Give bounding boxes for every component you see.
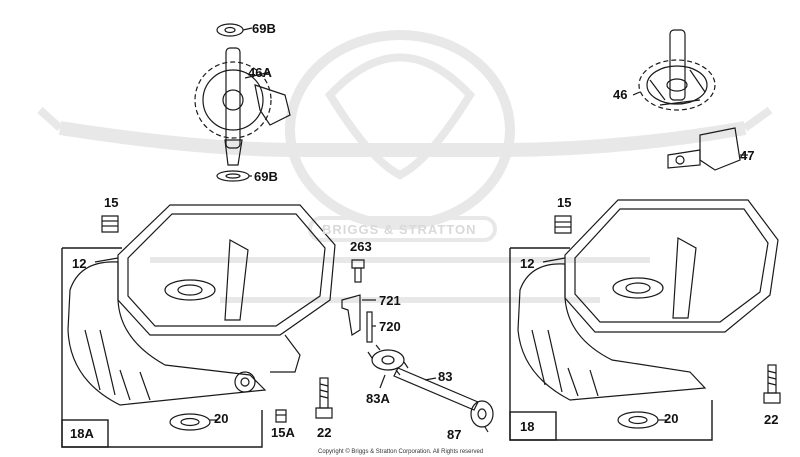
box-18-tag: [509, 411, 557, 441]
copyright-text: Copyright © Briggs & Stratton Corporatio…: [318, 449, 484, 455]
assembly-box-18: [509, 247, 713, 441]
left-assembly: [61, 23, 494, 448]
label-18: 18: [520, 419, 535, 434]
right-assembly: [509, 29, 781, 441]
screw-263: [351, 259, 365, 283]
label-83: 83: [438, 369, 453, 384]
label-15-right: 15: [557, 195, 572, 210]
label-69b-mid: 69B: [254, 169, 278, 184]
label-263: 263: [350, 239, 372, 254]
plug-15: [101, 215, 119, 233]
governor-47: [667, 127, 748, 171]
pin-720: [366, 311, 373, 343]
oil-seal-20: [169, 413, 211, 431]
watermark-logo: [37, 30, 773, 303]
bolt-22-left: [315, 377, 333, 419]
camshaft-46a: [194, 47, 291, 166]
crankcase-sump-right: [517, 199, 779, 401]
camshaft-46: [632, 29, 716, 111]
label-20-right: 20: [664, 411, 679, 426]
label-15: 15: [104, 195, 119, 210]
governor-gear-83a: [367, 344, 479, 411]
seal-87: [470, 400, 494, 428]
label-87: 87: [447, 427, 462, 442]
label-69b-top: 69B: [252, 21, 276, 36]
washer-69b-mid: [216, 170, 250, 182]
label-46a: 46A: [248, 65, 272, 80]
plug-15a: [275, 409, 287, 423]
label-18a: 18A: [70, 426, 94, 441]
label-15a: 15A: [271, 425, 295, 440]
bolt-22-right: [763, 364, 781, 404]
box-18a-tag: [61, 419, 109, 448]
label-721: 721: [379, 293, 401, 308]
label-46: 46: [613, 87, 628, 102]
label-20: 20: [214, 411, 229, 426]
bracket-721: [341, 294, 361, 336]
label-83a: 83A: [366, 391, 390, 406]
label-12-right: 12: [520, 256, 535, 271]
watermark-brand: BRIGGS & STRATTON: [322, 222, 477, 237]
label-22: 22: [317, 425, 332, 440]
assembly-box-18a: [61, 247, 263, 448]
label-47: 47: [740, 148, 755, 163]
label-12: 12: [72, 256, 87, 271]
label-22-right: 22: [764, 412, 779, 427]
oil-seal-20-right: [617, 411, 659, 429]
washer-69b-top: [216, 23, 244, 37]
crankcase-sump-left: [67, 204, 336, 406]
label-720: 720: [379, 319, 401, 334]
plug-15-right: [554, 215, 572, 234]
